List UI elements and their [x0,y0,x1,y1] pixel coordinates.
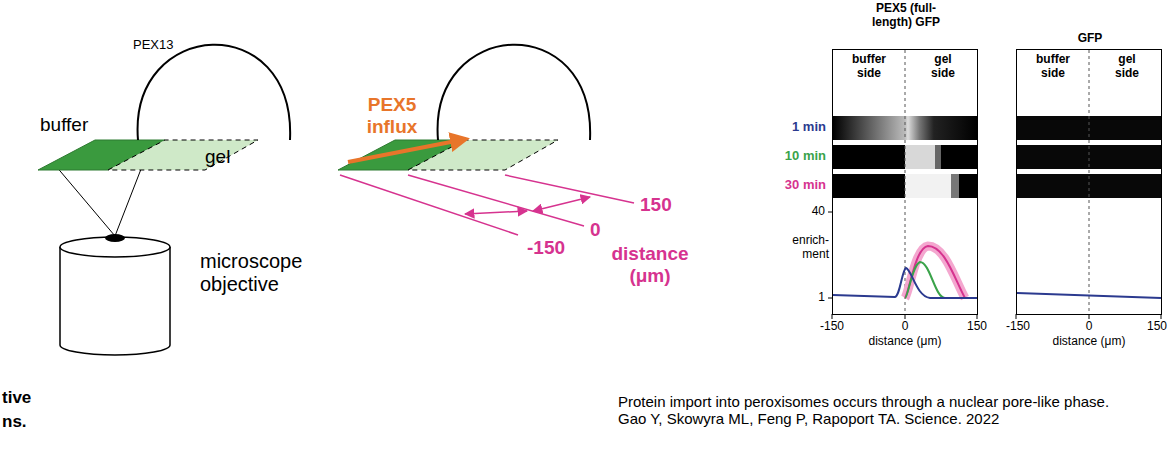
citation: Protein import into peroxisomes occurs t… [618,393,1118,428]
image-panel: PEX5 (full-length) GFPbuffer sidegel sid… [832,49,978,315]
boundary-line [905,50,1089,314]
tick-label: 40 [795,205,825,219]
gel-dome [138,45,291,140]
axis-title: distance (μm) [845,335,965,349]
distance-value: 150 [640,194,672,216]
distance-value: 0 [590,219,601,241]
tick-label: -150 [812,320,852,334]
cut-text: tive [2,388,31,408]
time-label: 10 min [766,149,826,164]
axis-title: distance (μm) [1029,335,1149,349]
tick-label: 1 [795,291,825,305]
gel-plane [108,140,258,170]
distance-lines [340,175,634,235]
tick-label: 0 [885,320,925,334]
microscope-objective [55,146,170,355]
cut-text: ns. [2,412,27,432]
part-label: microscope objective [200,250,330,296]
axis-title: enrich- ment [781,234,829,262]
image-strips [833,116,1161,198]
axis-title: distance (μm) [600,243,700,287]
plane-label: buffer [40,114,88,136]
panel-heading: PEX5 (full-length) GFP [860,2,952,30]
enrichment-plot [1016,293,1161,319]
influx-arrow [348,139,466,162]
tick-label: 150 [957,320,997,334]
tick-label: 0 [1069,320,1109,334]
panel-heading: GFP [1044,32,1136,46]
tick-label: 150 [1142,320,1172,334]
arrow-label: PEX5 influx [347,94,437,138]
region-label: buffer side [845,53,893,81]
plane-label: gel [205,146,230,168]
image-panel: GFPbuffer sidegel side [1016,49,1162,315]
region-label: buffer side [1029,53,1077,81]
time-label: 1 min [766,120,826,135]
gel-dome [438,45,591,140]
region-label: gel side [1107,53,1147,81]
tick-label: -150 [998,320,1038,334]
panel-label: PEX13 [133,38,173,53]
distance-value: -150 [527,237,565,259]
region-label: gel side [923,53,963,81]
time-label: 30 min [766,178,826,193]
enrichment-plot [828,212,977,319]
